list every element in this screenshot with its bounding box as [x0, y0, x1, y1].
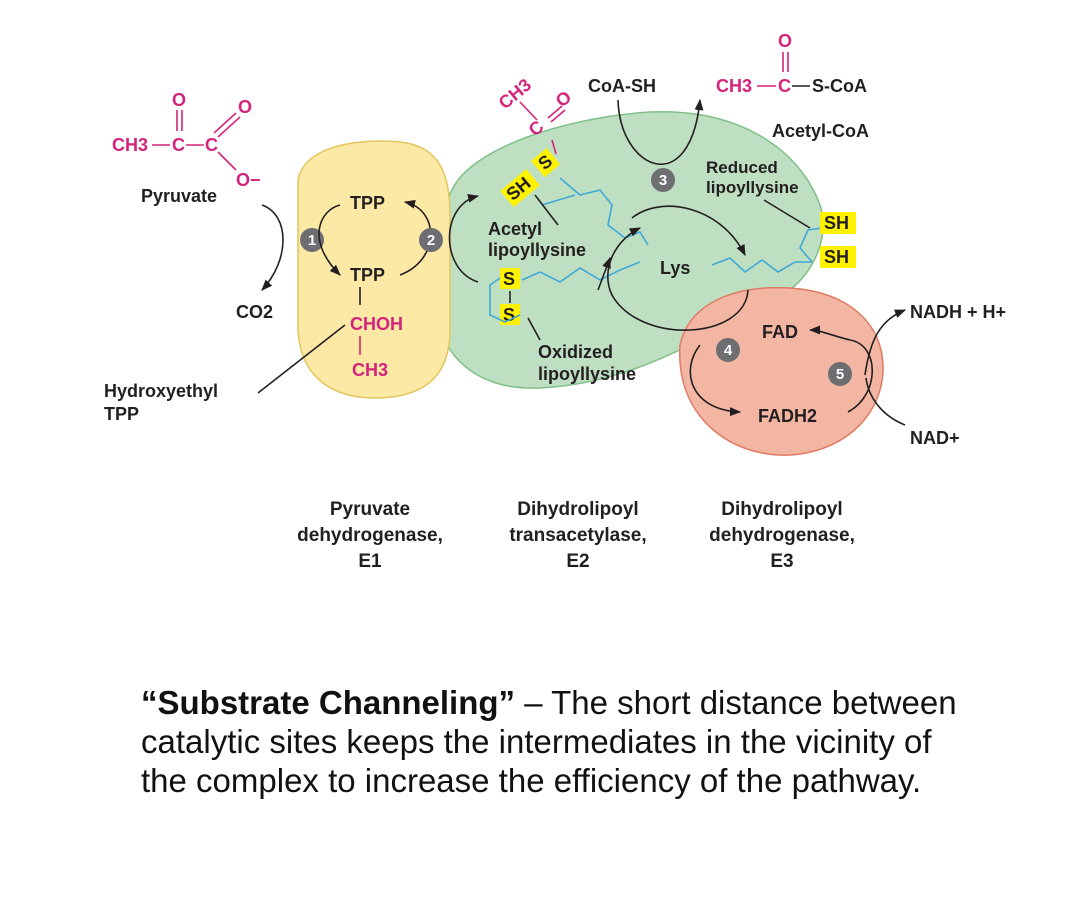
sh-right-2-highlight: [820, 246, 856, 268]
fad-label: FAD: [762, 322, 798, 342]
step-5-badge: [828, 362, 852, 386]
lys-label: Lys: [660, 258, 690, 278]
acetyl-lipoyllysine-label-1: Acetyl: [488, 219, 542, 239]
note-title: “Substrate Channeling”: [141, 684, 516, 721]
acetyl-coa-ch3: CH3: [716, 76, 752, 96]
choh-label: CHOH: [350, 314, 403, 334]
acetyl-coa-scoa: S-CoA: [812, 76, 867, 96]
ch3-bottom: CH3: [352, 360, 388, 380]
acetyl-ch3: CH3: [495, 75, 535, 113]
e2-caption-line3: E2: [566, 551, 589, 572]
pyruvate-ch3: CH3: [112, 135, 148, 155]
e3-caption-line2: dehydrogenase,: [709, 525, 855, 546]
tpp-top: TPP: [350, 193, 385, 213]
reduced-label-2: lipoyllysine: [706, 178, 799, 197]
s-upper-label: S: [503, 269, 515, 289]
oxidized-label-2: lipoyllysine: [538, 364, 636, 384]
sh-right-1-highlight: [820, 212, 856, 234]
step-2-badge: [419, 228, 443, 252]
pyruvate-o2-double: O: [238, 97, 252, 117]
oxidized-label-1: Oxidized: [538, 342, 613, 362]
pyruvate-c: C: [172, 135, 185, 155]
step-1-number: 1: [308, 232, 316, 249]
s-lower-highlight: [500, 304, 520, 325]
step-2-number: 2: [427, 232, 435, 249]
coa-sh-label: CoA-SH: [588, 76, 656, 96]
step-3-badge: [651, 168, 675, 192]
oxidized-lipoyl-chain: [521, 261, 641, 283]
step-4-number: 4: [724, 342, 733, 359]
acetyl-coa-structure: CH3 C S-CoA O: [716, 31, 867, 96]
co2-label: CO2: [236, 302, 273, 322]
e2-caption-line2: transacetylase,: [509, 525, 646, 546]
e2-caption-line1: Dihydrolipoyl: [517, 499, 638, 520]
pyruvate-structure: CH3 C C O O O− Pyruvate: [112, 90, 261, 206]
fadh2-label: FADH2: [758, 406, 817, 426]
e1-caption-line2: dehydrogenase,: [297, 525, 443, 546]
e3-caption-line1: Dihydrolipoyl: [721, 499, 842, 520]
reduced-lipoyl-chain: [711, 257, 812, 274]
acetyl-coa-label: Acetyl-CoA: [772, 121, 869, 141]
hydroxyethyl-label: Hydroxyethyl: [104, 381, 218, 401]
pyruvate-o-minus: O−: [236, 170, 261, 190]
note-body: – The short distance between catalytic s…: [141, 684, 957, 799]
acetyl-coa-o: O: [778, 31, 792, 51]
tpp-middle: TPP: [350, 265, 385, 285]
step-3-number: 3: [659, 172, 667, 189]
nadh-label: NADH + H+: [910, 302, 1006, 322]
s-lower-label: S: [503, 305, 515, 325]
sh-right-1-label: SH: [824, 213, 849, 233]
step-5-number: 5: [836, 366, 844, 383]
pyruvate-o-double: O: [172, 90, 186, 110]
acetyl-group: CH3: [495, 75, 535, 113]
nad-label: NAD+: [910, 428, 960, 448]
pyruvate-c2: C: [205, 135, 218, 155]
e1-caption-line1: Pyruvate: [330, 499, 410, 520]
substrate-channeling-note: “Substrate Channeling” – The short dista…: [141, 683, 961, 800]
acetyl-o: O: [552, 87, 576, 111]
step-4-badge: [716, 338, 740, 362]
hydroxyethyl-tpp-label: TPP: [104, 404, 139, 424]
e1-caption-line3: E1: [358, 551, 382, 572]
acetyl-lipoyllysine-label-2: lipoyllysine: [488, 240, 586, 260]
step-1-badge: [300, 228, 324, 252]
sh-right-2-label: SH: [824, 247, 849, 267]
e3-caption-line3: E3: [770, 551, 793, 572]
pyruvate-label: Pyruvate: [141, 186, 217, 206]
e3-dehydrogenase-region: [679, 286, 884, 456]
reduced-label-1: Reduced: [706, 158, 778, 177]
acetyl-coa-c: C: [778, 76, 791, 96]
s-upper-highlight: [500, 268, 520, 289]
